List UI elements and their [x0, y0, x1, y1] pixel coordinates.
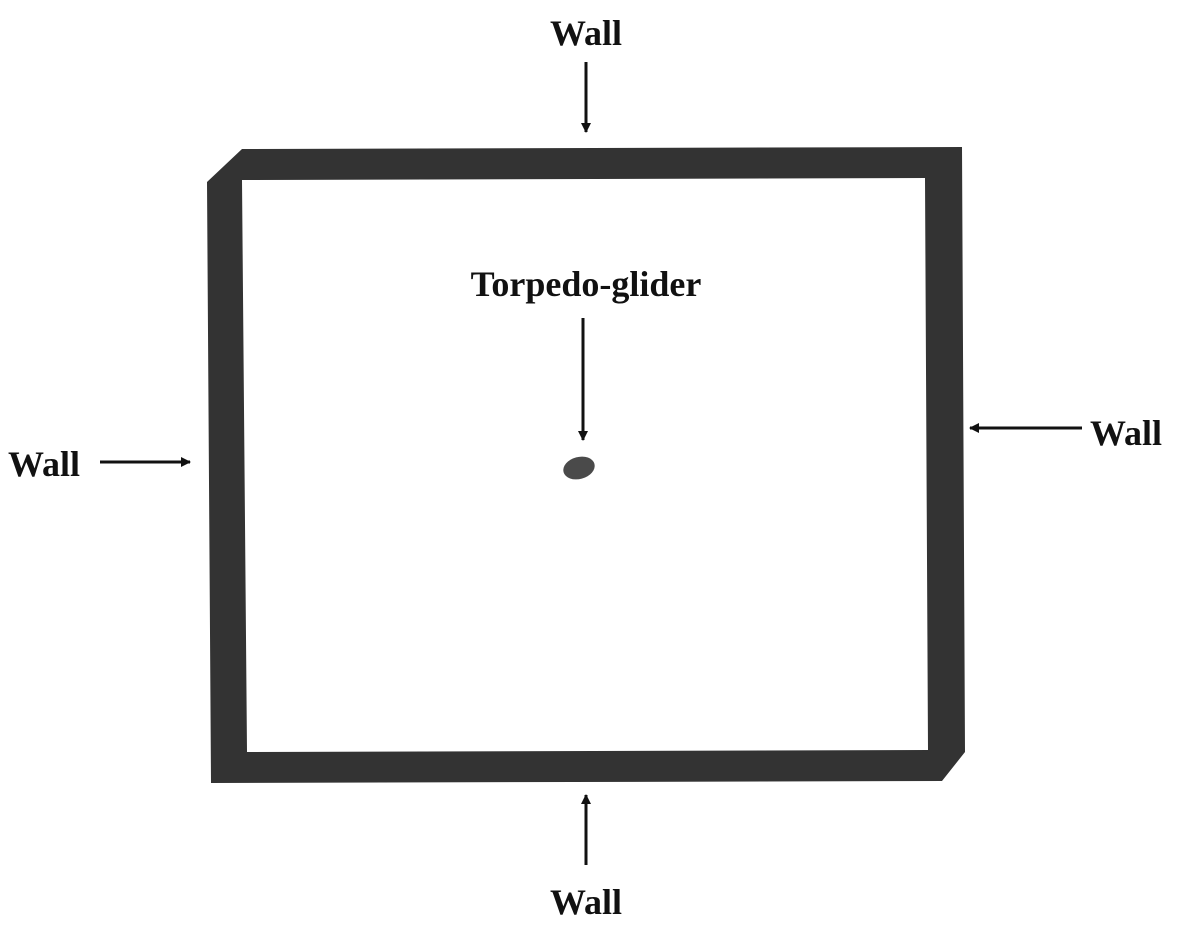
torpedo-glider-body [563, 456, 595, 480]
left-wall-label: Wall [8, 444, 80, 484]
torpedo-glider-label: Torpedo-glider [471, 264, 702, 304]
bottom-wall-label: Wall [550, 882, 622, 922]
right-wall-label: Wall [1090, 413, 1162, 453]
top-wall-label: Wall [550, 13, 622, 53]
